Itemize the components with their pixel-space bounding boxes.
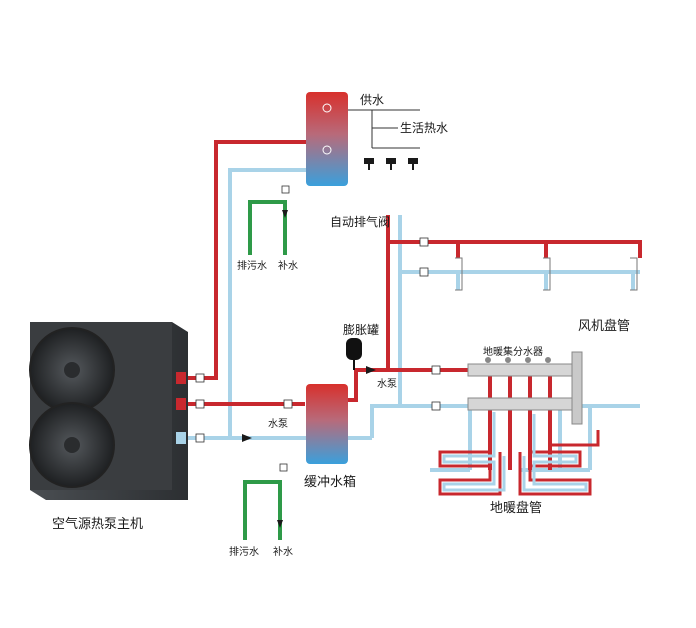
auto-air-vent-label: 自动排气阀 — [330, 215, 391, 229]
drain-top-label: 排污水 — [237, 261, 267, 272]
dhw-tank — [306, 92, 348, 186]
pump-left-label: 水泵 — [268, 419, 288, 430]
pump-symbols — [242, 210, 376, 528]
supply-water-label: 供水 — [360, 93, 385, 107]
pump-right-label: 水泵 — [377, 379, 397, 390]
makeup-top-label: 补水 — [278, 261, 298, 272]
faucet-icons — [364, 158, 418, 170]
floor-heating-coil-shape — [438, 406, 600, 496]
heat-pump-unit-label: 空气源热泵主机 — [52, 517, 144, 532]
cold-return-pipes — [188, 168, 640, 472]
makeup-drain-pipes — [243, 200, 287, 540]
floor-manifold-label: 地暖集分水器 — [483, 347, 543, 358]
fan-coil-units — [455, 257, 638, 291]
buffer-tank-label: 缓冲水箱 — [304, 475, 357, 490]
floor-heating-coil-label: 地暖盘管 — [490, 501, 543, 516]
dhw-outlet-lines — [348, 109, 420, 149]
buffer-tank — [306, 384, 348, 464]
makeup-bottom-label: 补水 — [273, 547, 293, 558]
expansion-tank-label: 膨胀罐 — [343, 323, 380, 337]
floor-manifold — [467, 351, 583, 425]
domestic-hot-water-label: 生活热水 — [400, 121, 449, 135]
pipe-valves — [195, 185, 441, 472]
fan-coil-label: 风机盘管 — [578, 319, 631, 334]
drain-bottom-label: 排污水 — [229, 547, 259, 558]
heat-pump-unit — [29, 322, 188, 500]
expansion-tank — [346, 338, 362, 370]
